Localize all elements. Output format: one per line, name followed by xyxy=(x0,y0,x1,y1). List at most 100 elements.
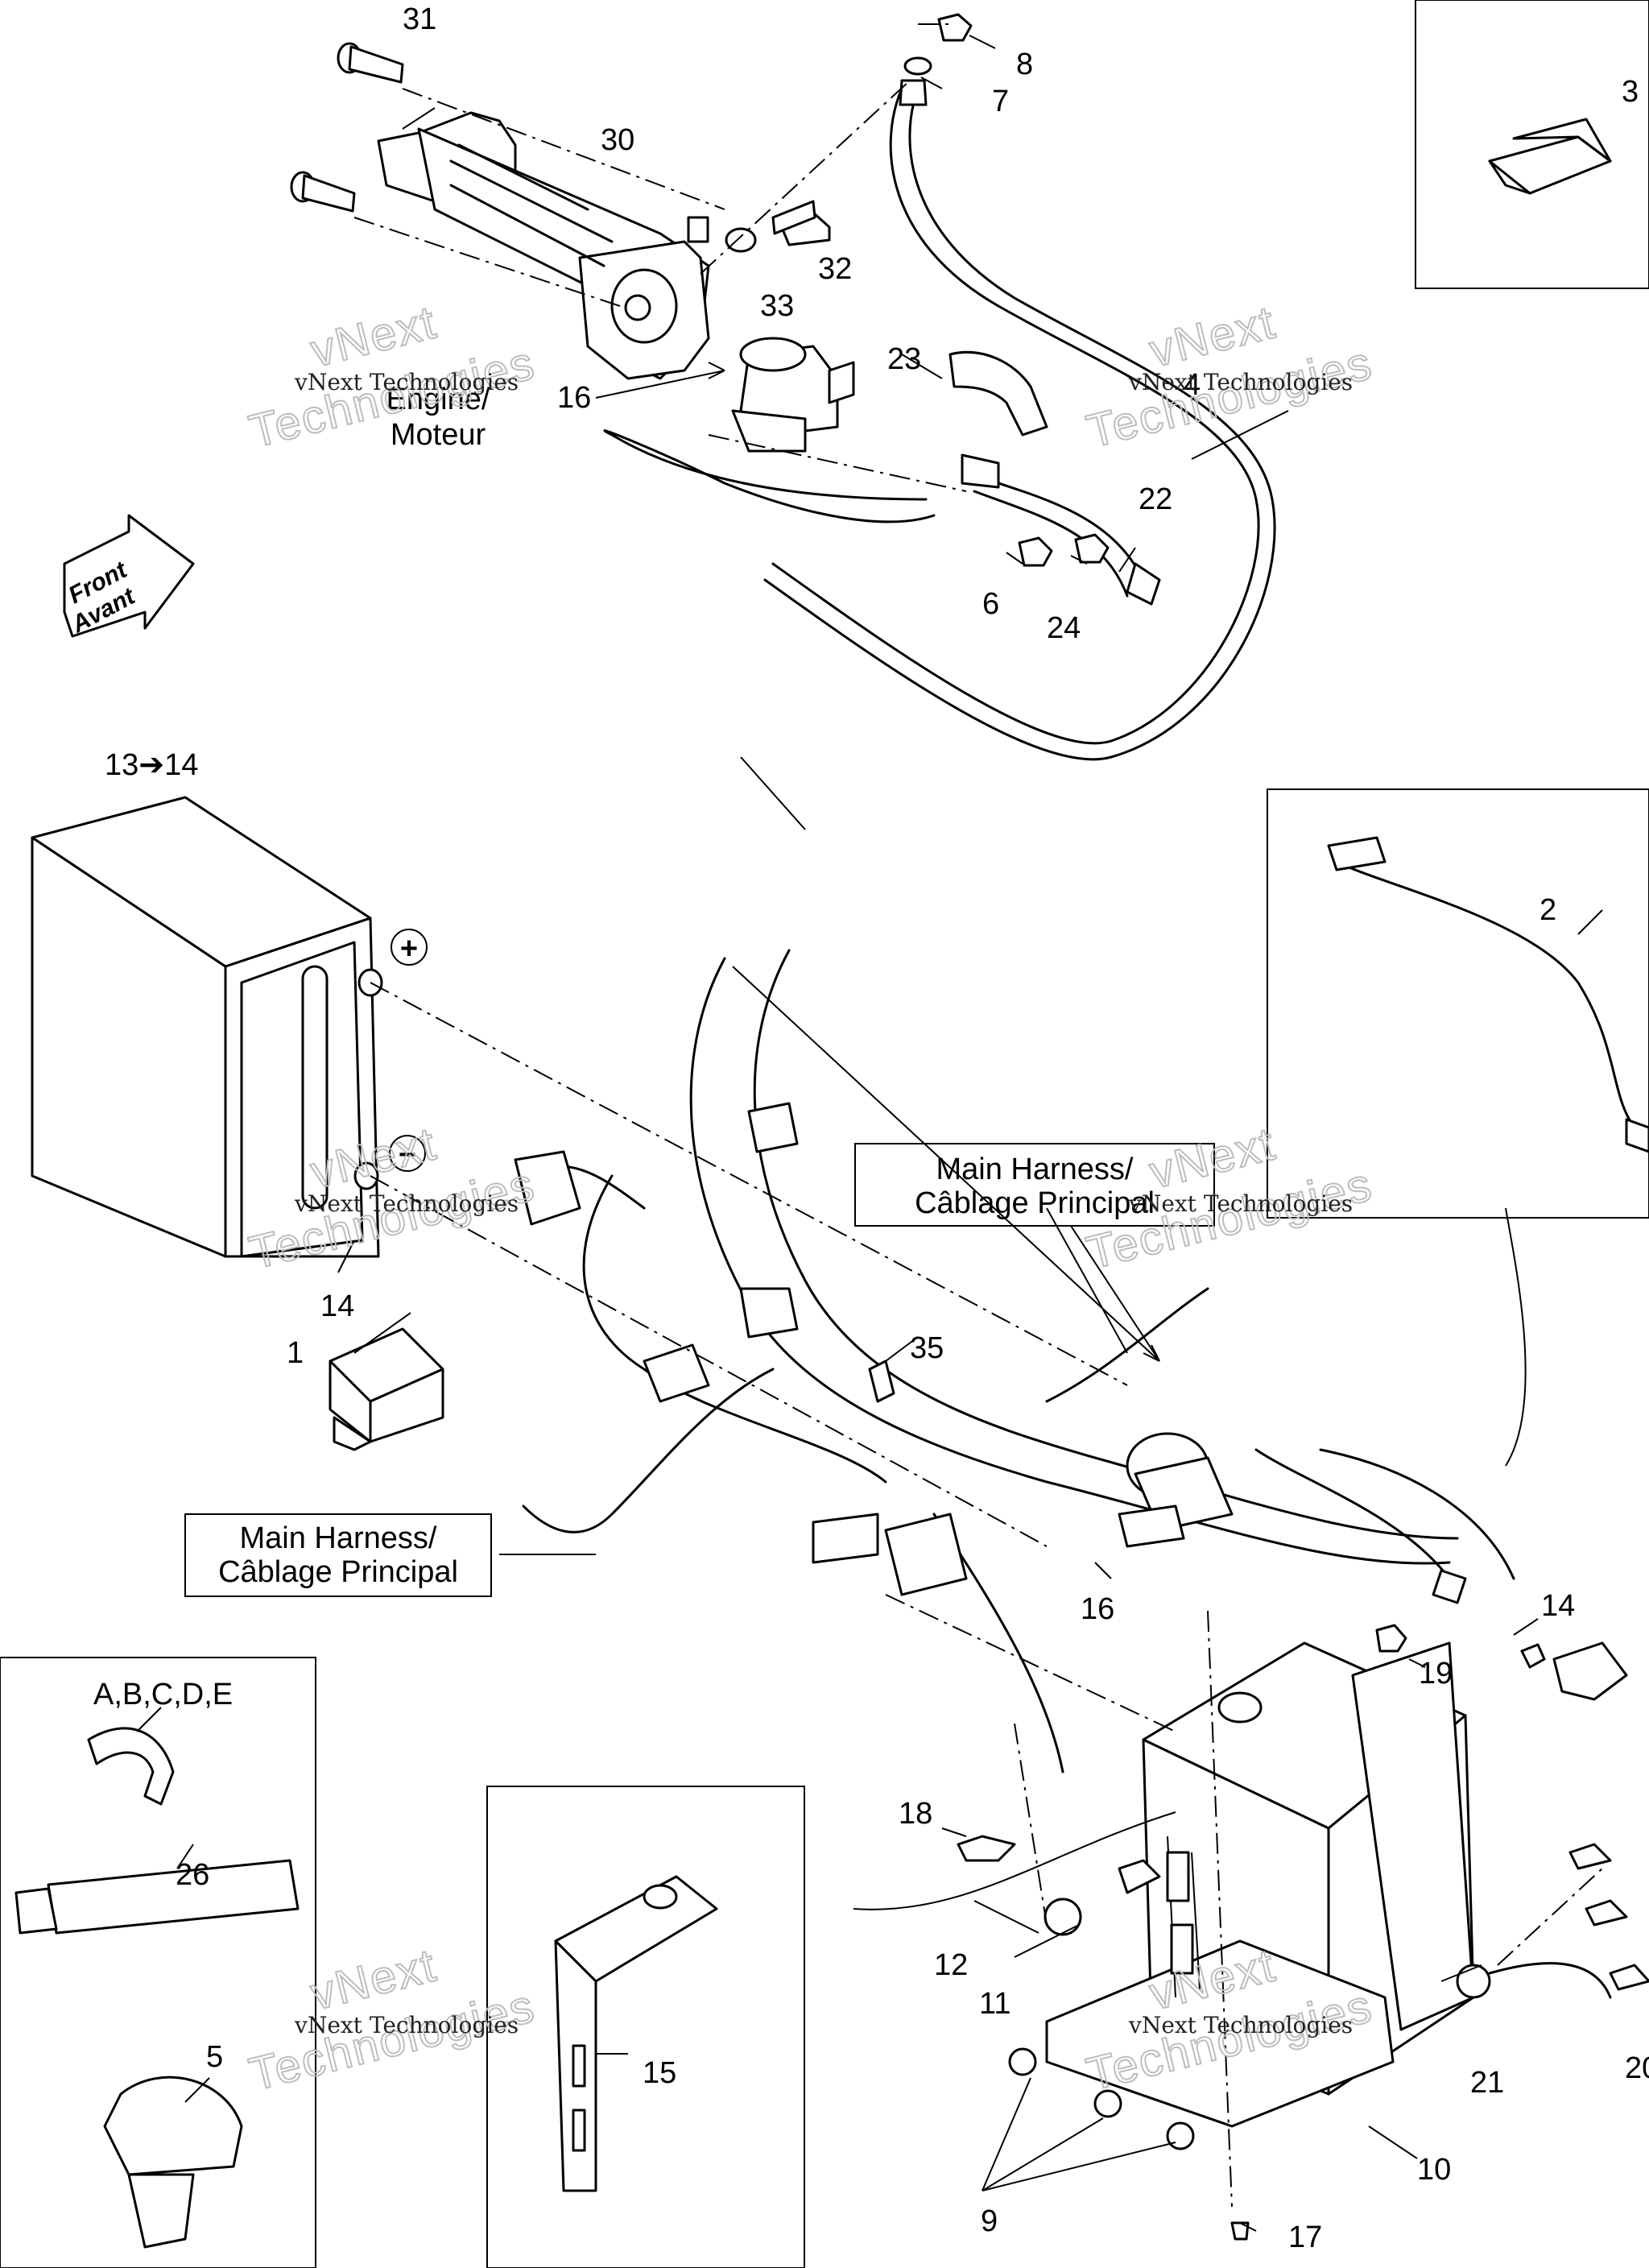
cable-tie-abcde xyxy=(87,1727,175,1806)
svg-text:vNext Technologies: vNext Technologies xyxy=(294,1190,519,1217)
label-13-14: 13➔14 xyxy=(105,748,198,782)
main-harness-callout-2 xyxy=(184,1513,492,1597)
engine-label-2: Moteur xyxy=(391,418,486,452)
star-washer-21 xyxy=(1456,1964,1491,1999)
svg-text:vNext Technologies: vNext Technologies xyxy=(1128,369,1353,395)
boot-14 xyxy=(1552,1641,1628,1701)
bolt-right-upper xyxy=(1568,1843,1612,1870)
support-inset-box xyxy=(486,1786,805,2268)
solenoid-cable xyxy=(603,429,936,524)
negative-terminal-icon xyxy=(389,1135,426,1172)
label-12: 12 xyxy=(934,1948,968,1982)
positive-terminal-symbol: + xyxy=(400,932,418,966)
engine-label-1: Engine/ xyxy=(386,383,490,416)
label-2: 2 xyxy=(1539,893,1556,927)
label-32: 32 xyxy=(818,252,852,286)
fuse-3 xyxy=(1488,118,1612,195)
accessories-inset-box xyxy=(0,1657,316,2268)
label-6: 6 xyxy=(982,587,999,621)
bolt-18 xyxy=(957,1835,1016,1862)
main-harness-2-line1: Main Harness/ xyxy=(240,1521,437,1555)
grease-tube-26 xyxy=(14,1859,300,1935)
rivet-17 xyxy=(1230,2221,1250,2241)
watermark-mid-right: vNext Technologies vNext Technologies xyxy=(1081,1116,1378,1280)
label-11: 11 xyxy=(979,1987,1010,2021)
label-24: 24 xyxy=(1047,611,1081,645)
label-abcde: A,B,C,D,E xyxy=(93,1678,233,1711)
label-5: 5 xyxy=(206,2040,223,2074)
nylon-washer-9a xyxy=(1008,2047,1037,2076)
ground-cable-main xyxy=(1254,1448,1451,1580)
label-15: 15 xyxy=(643,2056,676,2090)
front-arrow xyxy=(63,514,195,638)
nut-19 xyxy=(1375,1624,1407,1653)
main-harness xyxy=(522,949,1459,1773)
label-14-right: 14 xyxy=(1541,1589,1575,1623)
harness-connector-2 xyxy=(747,1102,799,1153)
label-18: 18 xyxy=(899,1797,932,1831)
label-10: 10 xyxy=(1417,2153,1451,2187)
harness-connector-6 xyxy=(812,1513,879,1564)
solenoid-16-lower xyxy=(1118,1432,1234,1548)
bolt-32 xyxy=(771,200,831,246)
harness-connector-5 xyxy=(884,1513,968,1596)
ground-cable-2 xyxy=(1335,860,1636,1129)
clip-5 xyxy=(103,2076,243,2249)
label-16-lower: 16 xyxy=(1081,1592,1114,1626)
label-22: 22 xyxy=(1139,482,1172,516)
nut-8 xyxy=(937,13,973,42)
washer-33 xyxy=(725,227,757,253)
main-harness-1-line2: Câblage Principal xyxy=(915,1186,1155,1220)
main-harness-callout-1 xyxy=(854,1143,1215,1227)
nylon-washer-9c xyxy=(1166,2121,1195,2150)
bolt-31-upper xyxy=(337,42,404,84)
svg-text:vNext Technologies: vNext Technologies xyxy=(1128,2012,1353,2038)
bolt-right-lower xyxy=(1609,1964,1649,1991)
label-1: 1 xyxy=(287,1336,304,1370)
nylon-washer-9b xyxy=(1093,2089,1122,2118)
harness-connector-1 xyxy=(514,1150,581,1226)
harness-connector-4 xyxy=(643,1343,710,1403)
label-30: 30 xyxy=(601,123,634,157)
label-4: 4 xyxy=(1184,368,1201,402)
starter-cable-4 xyxy=(771,87,1260,745)
solenoid-16-top xyxy=(731,337,855,453)
label-17: 17 xyxy=(1288,2220,1322,2254)
bolt-right-mid xyxy=(1585,1899,1628,1927)
fuse-inset-box xyxy=(1415,0,1649,289)
boot-23 xyxy=(948,350,1048,437)
screw-14 xyxy=(1520,1643,1546,1669)
label-14-battery: 14 xyxy=(320,1289,354,1323)
label-20: 20 xyxy=(1625,2051,1649,2085)
fuse-holder-35 xyxy=(868,1360,895,1403)
relay-1 xyxy=(329,1327,444,1451)
washer-7 xyxy=(903,56,932,76)
starter-motor xyxy=(377,111,710,380)
svg-text:vNext Technologies: vNext Technologies xyxy=(1128,1190,1353,1217)
label-21: 21 xyxy=(1470,2066,1504,2100)
battery xyxy=(31,796,383,1258)
watermark-bottom-left: vNext Technologies vNext Technologies xyxy=(243,1938,541,2101)
bolt-31-lower xyxy=(290,171,356,213)
label-23: 23 xyxy=(887,342,921,376)
main-harness-1-line1: Main Harness/ xyxy=(936,1153,1134,1186)
label-35: 35 xyxy=(910,1331,944,1365)
svg-text:vNext Technologies: vNext Technologies xyxy=(294,2012,519,2038)
svg-text:vNext Technologies: vNext Technologies xyxy=(294,369,519,395)
label-26: 26 xyxy=(176,1858,209,1892)
label-7: 7 xyxy=(992,85,1009,118)
positive-terminal-icon xyxy=(391,929,428,966)
nut-6 xyxy=(1018,536,1053,567)
nut-24 xyxy=(1074,533,1110,564)
watermark-top-right: vNext Technologies vNext Technologies xyxy=(1081,295,1378,458)
label-19: 19 xyxy=(1419,1657,1453,1691)
label-31: 31 xyxy=(403,2,436,36)
label-9: 9 xyxy=(981,2204,998,2238)
star-washer-12 xyxy=(1044,1898,1082,1936)
ground-cable-inset-box xyxy=(1267,788,1649,1219)
label-16-top: 16 xyxy=(557,381,591,415)
label-33: 33 xyxy=(760,289,794,323)
cable-22 xyxy=(973,474,1145,581)
bolt-11 xyxy=(1118,1859,1161,1894)
